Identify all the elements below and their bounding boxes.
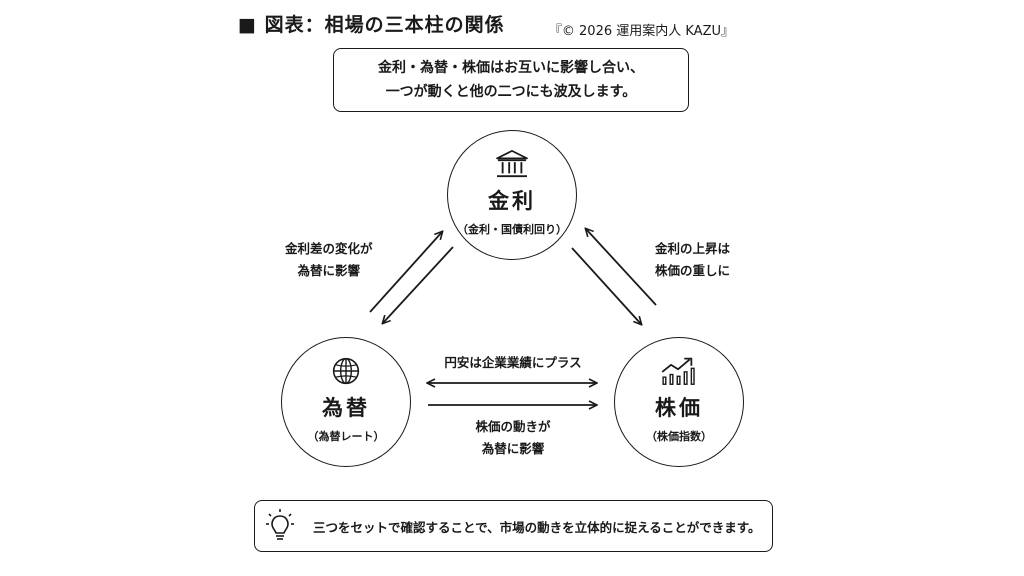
interest-node: 金利 （金利・国債利回り）: [447, 130, 577, 260]
label-stock-to-fx-line-1: 株価の動きが: [443, 416, 583, 438]
lightbulb-icon: [265, 508, 295, 544]
label-fx-to-stock: 円安は企業業績にプラス: [443, 352, 583, 374]
fx-name: 為替: [322, 392, 370, 422]
stock-name: 株価: [655, 392, 703, 422]
chart-up-icon: [657, 356, 701, 386]
bank-icon: [493, 149, 531, 179]
label-interest-stock-line-1: 金利の上昇は: [655, 238, 730, 260]
arrow-interest-to-stock: [572, 248, 641, 324]
label-stock-to-fx-line-2: 為替に影響: [443, 438, 583, 460]
label-interest-fx-line-2: 為替に影響: [285, 260, 373, 282]
tip-text: 三つをセットで確認することで、市場の動きを立体的に捉えることができます。: [313, 517, 761, 536]
label-stock-to-fx: 株価の動きが 為替に影響: [443, 416, 583, 460]
stock-node: 株価 （株価指数）: [614, 337, 744, 467]
interest-name: 金利: [488, 185, 536, 215]
fx-node: 為替 （為替レート）: [281, 337, 411, 467]
stock-sub: （株価指数）: [646, 428, 712, 444]
label-interest-stock: 金利の上昇は 株価の重しに: [655, 238, 730, 282]
tip-box: 三つをセットで確認することで、市場の動きを立体的に捉えることができます。: [254, 500, 773, 552]
fx-sub: （為替レート）: [308, 428, 385, 444]
globe-icon: [329, 356, 363, 386]
arrow-stock-to-interest: [586, 229, 656, 305]
arrow-fx-to-interest: [370, 232, 442, 312]
label-interest-fx: 金利差の変化が 為替に影響: [285, 238, 373, 282]
label-interest-stock-line-2: 株価の重しに: [655, 260, 730, 282]
label-interest-fx-line-1: 金利差の変化が: [285, 238, 373, 260]
interest-sub: （金利・国債利回り）: [457, 221, 567, 237]
